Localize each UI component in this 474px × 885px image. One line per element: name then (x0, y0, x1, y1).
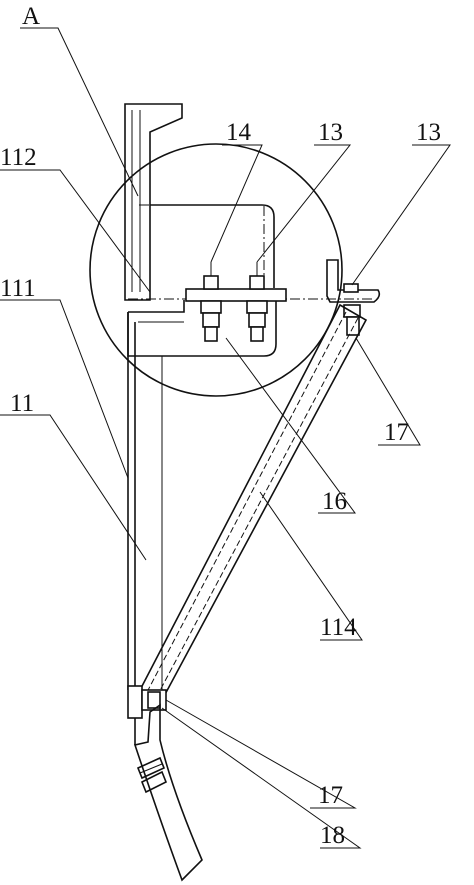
label-14: 14 (226, 119, 252, 146)
right-end-bracket (326, 259, 381, 303)
label-112: 112 (0, 144, 37, 171)
upper-channel-inner (131, 110, 141, 292)
label-17-lower: 17 (318, 782, 343, 809)
bolt-assembly-right (246, 262, 268, 342)
label-13-right: 13 (416, 119, 441, 146)
detail-circle-a (89, 143, 343, 397)
foot-clamp (136, 756, 168, 794)
lower-bracket-112 (127, 300, 277, 357)
c-bracket (150, 204, 275, 288)
bolt-assembly-left (200, 262, 222, 342)
upper-channel-profile (124, 103, 183, 301)
label-114: 114 (320, 614, 357, 641)
top-plate (185, 288, 287, 302)
leader-lines (0, 27, 451, 849)
brace-hidden-line-1 (145, 311, 347, 695)
centre-line-vertical (139, 204, 265, 288)
lower-joint (127, 685, 167, 745)
label-13-left: 13 (318, 119, 343, 146)
label-18: 18 (320, 822, 345, 849)
label-16: 16 (322, 488, 347, 515)
label-111: 111 (0, 275, 36, 302)
curved-foot (133, 703, 203, 882)
label-11: 11 (10, 390, 34, 417)
label-a: A (22, 3, 40, 30)
label-17-upper: 17 (384, 419, 409, 446)
